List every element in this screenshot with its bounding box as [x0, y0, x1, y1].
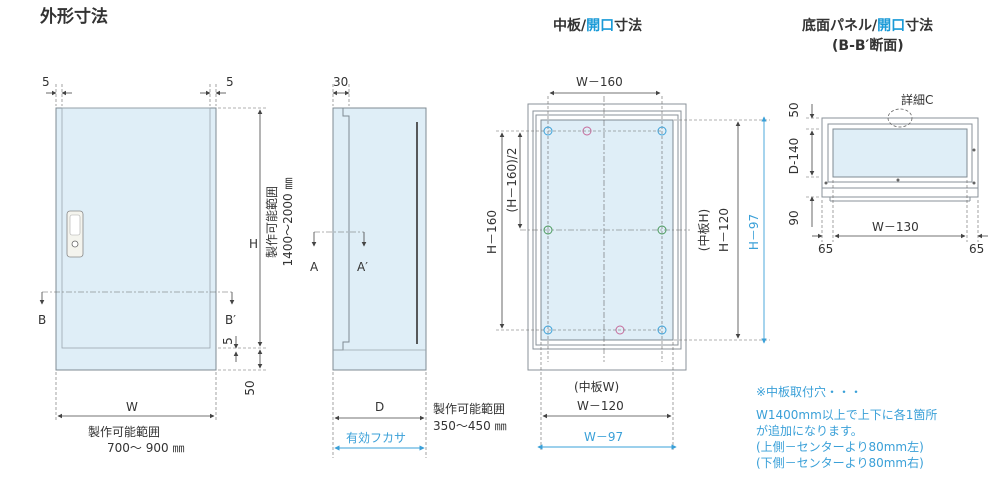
section-label-b-prime: B′ [225, 313, 236, 327]
front-door [61, 107, 211, 349]
dim-65-left: 65 [818, 242, 833, 256]
dim-H: H [249, 237, 258, 251]
dim-5-bottom: 5 [221, 337, 235, 345]
note-title: ※中板取付穴・・・ [756, 384, 862, 399]
handle-grip [69, 214, 81, 236]
note-line-3: (上側－センターより80mm左) [756, 439, 924, 454]
detail-c-label: 詳細C [901, 92, 933, 107]
dim-50: 50 [243, 380, 257, 395]
note-line-1: W1400mm以上で上下に各1箇所 [756, 407, 937, 422]
dim-w120: W－120 [577, 399, 624, 413]
plate-view: W－160 (H－160)/2 H－160 (中板H) H－120 H－97 (… [485, 75, 770, 452]
detail-c-marker [887, 108, 913, 128]
bottom-plinth [821, 187, 979, 198]
dim-5-right: 5 [226, 75, 234, 89]
dim-w130: W－130 [872, 220, 919, 234]
dim-90: 90 [787, 210, 801, 225]
d-range-value: 350～450 ㎜ [433, 419, 507, 433]
d-range-label: 製作可能範囲 [433, 401, 505, 416]
bottom-opening [832, 128, 968, 178]
dim-65-right: 65 [969, 242, 984, 256]
main-title: 外形寸法 [40, 6, 108, 27]
note-line-4: (下側－センターより80mm右) [756, 455, 924, 470]
dim-h120: H－120 [717, 208, 731, 252]
h-range-value: 1400～2000 ㎜ [281, 178, 295, 267]
section-label-a: A [310, 260, 319, 274]
h-range-label: 製作可能範囲 [264, 186, 279, 258]
bottom-panel-title: 底面パネル/開口寸法 [802, 17, 933, 34]
dim-w97: W－97 [584, 430, 623, 444]
dim-h160-half: (H－160)/2 [505, 148, 519, 213]
keyhole-icon [71, 240, 79, 248]
dim-d140: D-140 [787, 138, 801, 174]
notes-block: ※中板取付穴・・・ W1400mm以上で上下に各1箇所 が追加になります。 (上… [756, 384, 937, 470]
dim-h97: H－97 [747, 214, 761, 250]
dim-h160: H－160 [485, 210, 499, 254]
bottom-panel-subtitle: (B-B′断面) [832, 37, 904, 54]
dim-50-bottom: 50 [787, 102, 801, 117]
w-range-value: 700～ 900 ㎜ [107, 441, 184, 455]
side-cabinet [332, 107, 427, 371]
side-view: 30 A A′ D 製作可能範囲 350～450 ㎜ 有効フカサ [310, 75, 507, 458]
dim-D: D [375, 400, 384, 414]
note-line-2: が追加になります。 [756, 423, 863, 438]
section-label-b: B [38, 313, 46, 327]
dim-W: W [126, 400, 138, 414]
hole-mid-left [543, 225, 553, 235]
bottom-panel-view: 詳細C 50 D-140 90 W－130 65 65 [787, 92, 988, 256]
dim-5-left: 5 [42, 75, 50, 89]
effective-depth-label: 有効フカサ [346, 430, 406, 445]
plate-w-label: (中板W) [574, 379, 619, 394]
plate-h-label: (中板H) [696, 209, 711, 251]
dim-w160: W－160 [576, 75, 623, 89]
hole-mid-right [657, 225, 667, 235]
section-label-a-prime: A′ [357, 260, 368, 274]
plate-title: 中板/開口寸法 [553, 17, 642, 34]
mounting-plate [540, 119, 674, 341]
front-view: 5 5 H 製作可能範囲 1400～2000 ㎜ B B′ 5 50 W 製作可… [38, 75, 295, 455]
dim-30: 30 [333, 75, 348, 89]
w-range-label: 製作可能範囲 [88, 424, 160, 439]
